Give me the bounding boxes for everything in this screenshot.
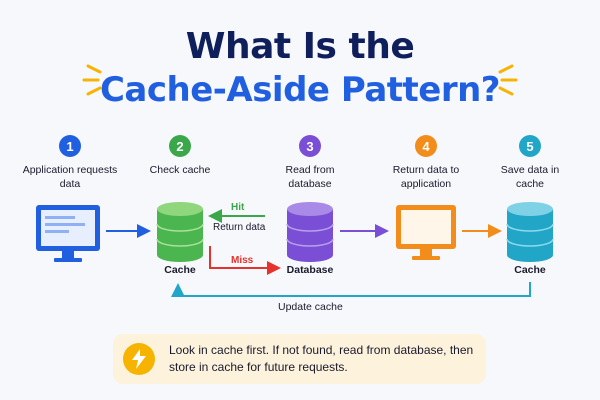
step-5-badge: 5 [519, 135, 541, 157]
step-1-badge: 1 [59, 135, 81, 157]
hit-label: Hit [231, 202, 245, 213]
miss-arrow [209, 246, 281, 275]
step-4-badge: 4 [415, 135, 437, 157]
step-2-badge: 2 [169, 135, 191, 157]
application-monitor-icon [36, 205, 100, 262]
miss-label: Miss [231, 255, 254, 266]
return-application-monitor-icon [396, 205, 456, 260]
lightning-icon [123, 343, 155, 375]
step-1-label: Application requests data [22, 164, 118, 190]
cache-label: Cache [164, 264, 196, 276]
update-cache-label: Update cache [278, 301, 343, 313]
return-data-label: Return data [213, 222, 266, 233]
title-accent-left [82, 64, 102, 96]
note-text: Look in cache first. If not found, read … [169, 343, 474, 374]
title-line-2: Cache-Aside Pattern? [99, 70, 501, 110]
step-5-label: Save data in cache [500, 164, 560, 190]
title-accent-right [498, 64, 518, 96]
title-line-1: What Is the [185, 26, 415, 67]
step-4-label: Return data to application [392, 164, 460, 190]
note-box: Look in cache first. If not found, read … [113, 334, 486, 384]
step-3-label: Read from database [285, 164, 335, 190]
cache-database-icon [156, 202, 204, 262]
step-2-label: Check cache [149, 164, 211, 176]
cache-save-label: Cache [514, 264, 546, 276]
step-3-badge: 3 [299, 135, 321, 157]
database-icon [286, 202, 334, 262]
update-cache-arrow [171, 282, 531, 297]
database-label: Database [286, 264, 334, 276]
cache-save-icon [506, 202, 554, 262]
